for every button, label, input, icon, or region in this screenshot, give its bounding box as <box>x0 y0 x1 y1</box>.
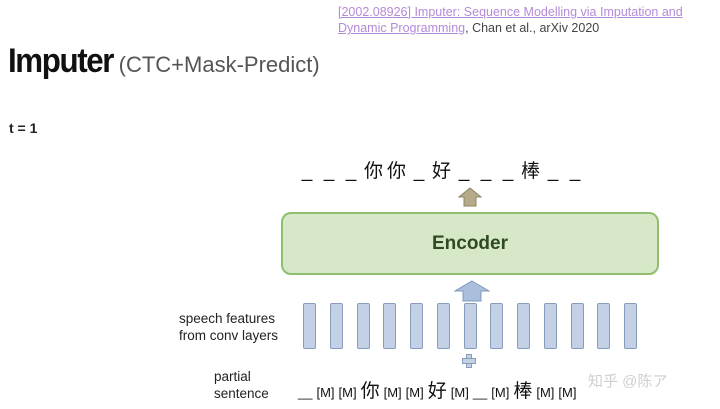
title-subtitle: (CTC+Mask-Predict) <box>118 52 320 77</box>
input-token: [M] <box>405 385 424 400</box>
watermark: 知乎 @陈ア <box>588 373 668 390</box>
input-token-row: __[M][M]你[M][M]好[M]__[M]棒[M][M] <box>298 376 580 403</box>
output-up-arrow-icon <box>458 187 482 207</box>
plus-icon <box>462 354 476 368</box>
encoder-label: Encoder <box>431 232 509 254</box>
paper-citation: , Chan et al., arXiv 2020 <box>465 21 600 35</box>
partial-sentence-label-line2: sentence <box>214 386 269 401</box>
speech-feature-bar <box>330 303 343 349</box>
output-token-row: _ _ _ 你你 _ 好 _ _ _ 棒 _ _ <box>298 156 638 183</box>
speech-feature-bar <box>624 303 637 349</box>
encoder-block: Encoder <box>281 212 659 275</box>
input-token: [M] <box>536 385 555 400</box>
output-token: 你 <box>364 161 384 182</box>
input-token: [M] <box>558 385 577 400</box>
input-token: __ <box>298 385 313 400</box>
output-token: _ <box>323 161 335 182</box>
output-token: _ <box>458 161 470 182</box>
input-token: [M] <box>491 385 510 400</box>
input-token: [M] <box>383 385 402 400</box>
slide-title: Imputer (CTC+Mask-Predict) <box>8 42 320 81</box>
speech-feature-bars <box>303 303 637 350</box>
input-up-arrow-icon <box>454 280 490 302</box>
input-token: __ <box>472 385 488 400</box>
speech-feature-bar <box>383 303 396 349</box>
partial-sentence-label-line1: partial <box>214 369 251 384</box>
output-token: _ <box>480 161 492 182</box>
speech-feature-bar <box>597 303 610 349</box>
input-token: 你 <box>360 381 380 402</box>
output-token: 棒 <box>521 161 541 182</box>
output-token: 好 <box>432 161 452 182</box>
partial-sentence-label: partial sentence <box>214 368 269 402</box>
speech-feature-bar <box>517 303 530 349</box>
output-token: _ <box>569 161 581 182</box>
speech-features-label-line2: from conv layers <box>179 328 279 343</box>
speech-feature-bar <box>303 303 316 349</box>
output-token: _ <box>413 161 425 182</box>
speech-feature-bar <box>437 303 450 349</box>
speech-feature-bar <box>490 303 503 349</box>
paper-link[interactable]: [2002.08926] Imputer: Sequence Modelling… <box>338 5 683 35</box>
speech-features-label-line1: speech features <box>179 311 276 326</box>
output-token: 你 <box>387 161 407 182</box>
input-token: [M] <box>316 385 335 400</box>
title-main: Imputer <box>8 42 114 80</box>
input-token: [M] <box>450 385 469 400</box>
speech-feature-bar <box>464 303 477 349</box>
input-token: [M] <box>338 385 357 400</box>
output-token: _ <box>502 161 514 182</box>
speech-feature-bar <box>410 303 423 349</box>
input-token: 好 <box>427 381 447 402</box>
speech-feature-bar <box>571 303 584 349</box>
input-token: 棒 <box>513 381 533 402</box>
speech-feature-bar <box>357 303 370 349</box>
paper-reference: [2002.08926] Imputer: Sequence Modelling… <box>338 4 718 36</box>
speech-features-label: speech features from conv layers <box>179 310 278 344</box>
speech-feature-bar <box>544 303 557 349</box>
output-token: _ <box>547 161 559 182</box>
output-token: _ <box>301 161 313 182</box>
output-token: _ <box>345 161 357 182</box>
step-label: t = 1 <box>9 120 38 136</box>
